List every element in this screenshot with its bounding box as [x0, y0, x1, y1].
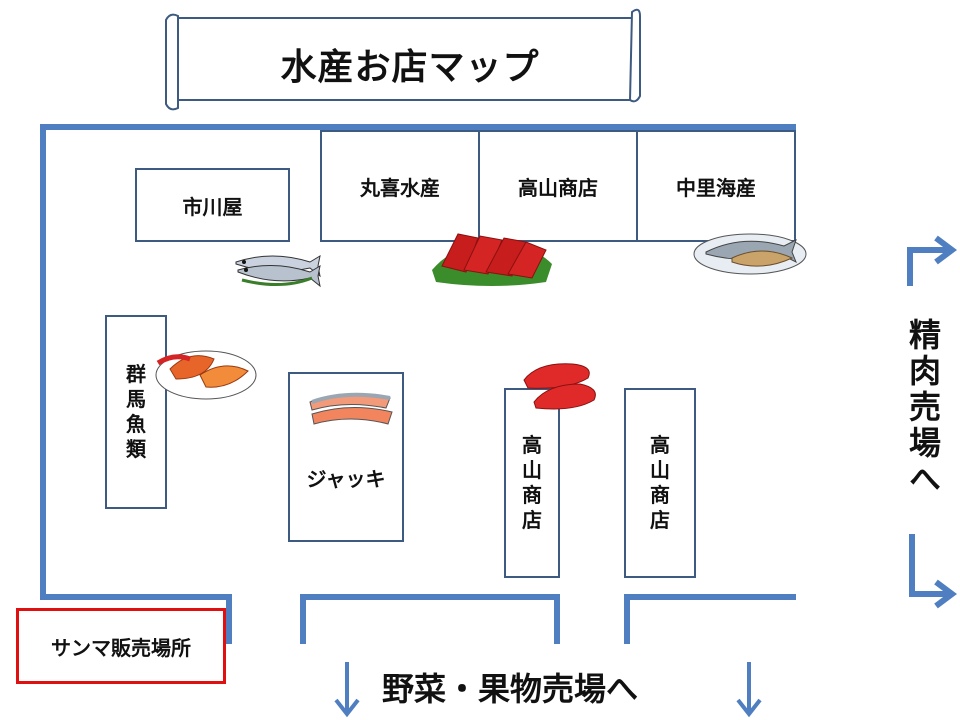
salmon-icon [309, 392, 393, 425]
shop-label: 中里海産 [676, 175, 756, 200]
shop-label-char: 山 [650, 458, 670, 482]
exit-meat-label: 精肉売場へ [904, 318, 942, 498]
page-title: 水産お店マップ [280, 47, 540, 88]
sanma-fish-icon [235, 254, 321, 288]
arrow-right-top-icon [907, 235, 957, 286]
shop-label-char: 店 [650, 508, 670, 532]
shop-label-char: 山 [522, 458, 542, 482]
mentaiko-icon [523, 363, 596, 410]
dried-fish-plate-icon [693, 233, 807, 275]
wall-bottom-mid-right-stub [554, 594, 560, 644]
wall-bottom-left-stub [226, 594, 232, 644]
title-banner [165, 8, 641, 111]
wall-left [40, 124, 46, 600]
wall-bottom-left [40, 594, 232, 600]
sanma-sales-area-label[interactable]: サンマ販売場所 [16, 608, 226, 684]
shop-gunma[interactable]: 群 馬 魚 類 [105, 315, 167, 509]
arrow-down-right-icon [736, 662, 762, 718]
exit-vegetable-label: 野菜・果物売場へ [382, 670, 639, 708]
wall-bottom-mid-left-stub [300, 594, 306, 644]
tuna-sashimi-icon [432, 233, 552, 286]
shop-takayama-v1[interactable]: 高 山 商 店 [504, 388, 560, 578]
wall-bottom-mid [300, 594, 560, 600]
seafood-platter-icon [155, 350, 257, 400]
shop-label: ジャッキ [306, 466, 386, 491]
shop-takayama-top[interactable]: 高山商店 [478, 130, 638, 242]
shop-takayama-v2[interactable]: 高 山 商 店 [624, 388, 696, 578]
shop-label-char: 馬 [126, 387, 146, 411]
shop-label-char: 商 [650, 483, 670, 507]
wall-top [40, 124, 796, 130]
shop-label: 丸喜水産 [360, 175, 440, 200]
wall-bottom-right-stub [624, 594, 630, 644]
shop-label: 高山商店 [518, 175, 598, 200]
arrow-down-left-icon [334, 662, 360, 718]
shop-label-char: 魚 [126, 412, 146, 436]
shop-label: 市川屋 [182, 194, 243, 219]
shop-label-char: 商 [522, 483, 542, 507]
wall-bottom-right [624, 594, 796, 600]
sanma-sales-area-text: サンマ販売場所 [51, 635, 191, 660]
shop-label-char: 高 [522, 433, 542, 457]
shop-label-char: 店 [522, 508, 542, 532]
shop-nakazato[interactable]: 中里海産 [636, 130, 796, 242]
arrow-right-bottom-icon [909, 534, 957, 609]
shop-label-char: 類 [126, 437, 146, 461]
shop-maruki[interactable]: 丸喜水産 [320, 130, 480, 242]
shop-label-char: 高 [650, 433, 670, 457]
shop-ichikawaya[interactable]: 市川屋 [135, 168, 290, 242]
shop-label-char: 群 [126, 362, 146, 386]
